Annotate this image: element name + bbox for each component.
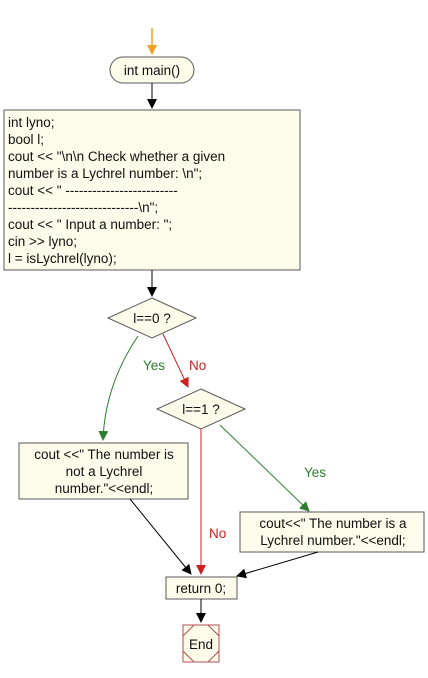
end-label: End <box>189 637 213 652</box>
output-not-line-1: not a Lychrel <box>66 464 143 479</box>
process-line-0: int lyno; <box>8 115 55 130</box>
process-box <box>3 109 301 271</box>
edge-decision1-no <box>162 333 189 388</box>
edge-output-not-return <box>129 498 192 575</box>
edge-output-is-return <box>236 551 319 579</box>
output-not-box <box>18 442 189 500</box>
decision1-node <box>106 297 198 339</box>
process-line-7: cin >> lyno; <box>8 234 77 249</box>
edge-label-yes2: Yes <box>304 465 326 480</box>
decision1-label: l==0 ? <box>133 311 171 326</box>
edge-decision2-yes <box>219 424 310 512</box>
start-label: int main() <box>124 63 180 78</box>
edge-label-no1: No <box>189 358 206 373</box>
process-line-4: cout << " ------------------------- <box>8 183 178 198</box>
return-label: return 0; <box>176 581 226 596</box>
process-line-5: -----------------------------\n"; <box>8 200 158 215</box>
decision2-label: l==1 ? <box>182 402 220 417</box>
process-line-6: cout << " Input a number: "; <box>8 217 172 232</box>
edge-label-yes1: Yes <box>143 358 165 373</box>
output-not-line-2: number."<<endl; <box>55 481 154 496</box>
output-not-line-0: cout <<" The number is <box>34 447 174 462</box>
process-line-2: cout << "\n\n Check whether a given <box>8 149 225 164</box>
process-line-3: number is a Lychrel number: \n"; <box>8 166 202 181</box>
output-is-line-0: cout<<" The number is a <box>259 516 407 531</box>
output-is-line-1: Lychrel number."<<endl; <box>260 533 405 548</box>
output-is-box <box>239 511 425 553</box>
end-node-octagon <box>182 624 220 663</box>
process-line-8: l = isLychrel(lyno); <box>8 251 117 266</box>
edge-label-no2: No <box>209 526 226 541</box>
edge-decision1-yes <box>98 335 139 441</box>
process-line-1: bool l; <box>8 132 44 147</box>
